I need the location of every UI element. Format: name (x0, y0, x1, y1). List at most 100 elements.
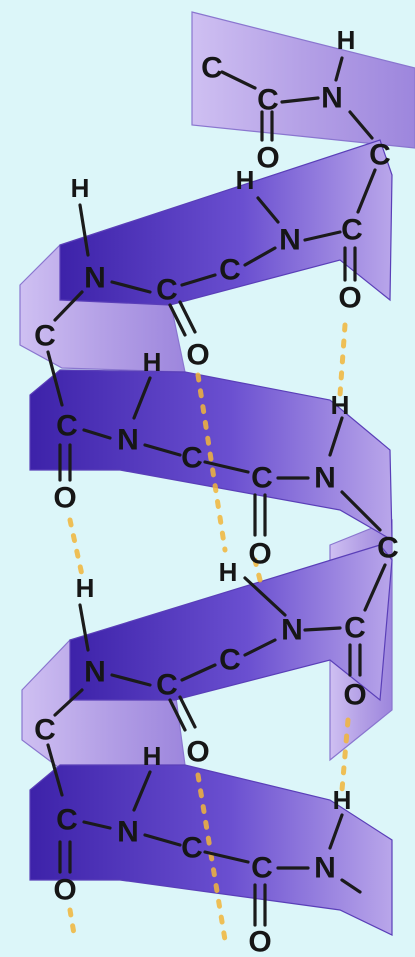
bond (132, 770, 152, 812)
atom-oxygen: O (248, 538, 271, 571)
atom-carbon: C (251, 462, 273, 495)
bond (243, 246, 277, 267)
atom-carbon: C (34, 714, 56, 747)
ribbon-front-band (29, 764, 393, 936)
atom-carbon: C (56, 804, 78, 837)
atom-oxygen: O (248, 926, 271, 957)
bond (303, 626, 342, 632)
atom-hydrogen: H (331, 390, 350, 420)
atom-nitrogen: N (117, 424, 139, 457)
bond (53, 688, 84, 717)
atom-oxygen: O (256, 142, 279, 175)
atom-nitrogen: N (84, 656, 106, 689)
atom-oxygen: O (343, 679, 366, 712)
bond (168, 303, 187, 337)
bond (356, 168, 377, 214)
atom-carbon: C (219, 644, 241, 677)
bond (143, 833, 182, 847)
bond (203, 460, 250, 474)
atom-carbon: C (56, 410, 78, 443)
bond (203, 850, 250, 864)
atom-carbon: C (369, 139, 391, 172)
atom-carbon: C (156, 669, 178, 702)
hydrogen-bond (67, 517, 85, 578)
bond (280, 96, 320, 104)
bond (46, 350, 64, 407)
bond (180, 663, 217, 682)
hydrogen-bond (67, 907, 78, 943)
bond (143, 443, 182, 457)
bond (303, 230, 342, 242)
atom-carbon: C (251, 852, 273, 885)
bond (78, 603, 90, 652)
atom-hydrogen: H (337, 25, 356, 55)
atom-nitrogen: N (314, 462, 336, 495)
bond (340, 878, 362, 894)
hydrogen-bond (195, 372, 228, 553)
atom-oxygen: O (186, 736, 209, 769)
atom-carbon: C (34, 320, 56, 353)
bond (168, 698, 187, 732)
atom-carbon: C (219, 254, 241, 287)
bond (46, 743, 64, 797)
bond (334, 56, 344, 82)
atom-nitrogen: N (281, 614, 303, 647)
atom-carbon: C (341, 214, 363, 247)
ribbon-front-bands (29, 139, 393, 936)
atom-carbon: C (156, 274, 178, 307)
hydrogen-bond (195, 772, 228, 943)
hydrogen-bonds (67, 322, 351, 943)
atom-nitrogen: N (279, 224, 301, 257)
bond (348, 110, 374, 140)
bond (110, 673, 152, 687)
atom-nitrogen: N (84, 262, 106, 295)
bond (340, 490, 382, 532)
covalent-bonds (46, 56, 387, 927)
bond (53, 290, 84, 322)
atom-nitrogen: N (314, 852, 336, 885)
atom-carbon: C (377, 532, 399, 565)
hydrogen-bond (339, 717, 351, 793)
atom-hydrogen: H (219, 557, 238, 587)
bond (328, 813, 344, 850)
bond (178, 300, 197, 334)
atom-hydrogen: H (333, 785, 352, 815)
atom-oxygen: O (53, 482, 76, 515)
hydrogen-bond (337, 322, 348, 398)
atom-nitrogen: N (117, 816, 139, 849)
bond (178, 695, 197, 729)
atom-oxygen: O (338, 282, 361, 315)
atom-carbon: C (181, 832, 203, 865)
bond (78, 203, 90, 257)
atom-hydrogen: H (143, 741, 162, 771)
atom-carbon: C (201, 52, 223, 85)
atom-nitrogen: N (321, 82, 343, 115)
atom-hydrogen: H (71, 173, 90, 203)
atom-oxygen: O (53, 874, 76, 907)
ribbon-back-band (191, 11, 415, 149)
atom-hydrogen: H (76, 573, 95, 603)
bond (243, 576, 287, 617)
bond (243, 638, 277, 657)
atom-hydrogen: H (236, 165, 255, 195)
bond (220, 70, 257, 90)
bond (110, 280, 152, 294)
atom-carbon: C (344, 612, 366, 645)
bond (82, 428, 112, 440)
ribbon-front-band (69, 544, 393, 702)
atom-hydrogen: H (143, 347, 162, 377)
bond (256, 196, 280, 224)
bond (132, 376, 152, 420)
ribbon-front-band (59, 139, 393, 306)
hydrogen-bond (252, 557, 263, 583)
atom-carbon: C (181, 442, 203, 475)
bond (82, 820, 112, 830)
atom-oxygen: O (186, 339, 209, 372)
bond (180, 273, 217, 287)
atom-carbon: C (257, 84, 279, 117)
bond (328, 416, 344, 457)
bond (363, 563, 387, 612)
atom-labels: C C O N H C C O N H C C O N H C H C N C … (34, 25, 399, 957)
